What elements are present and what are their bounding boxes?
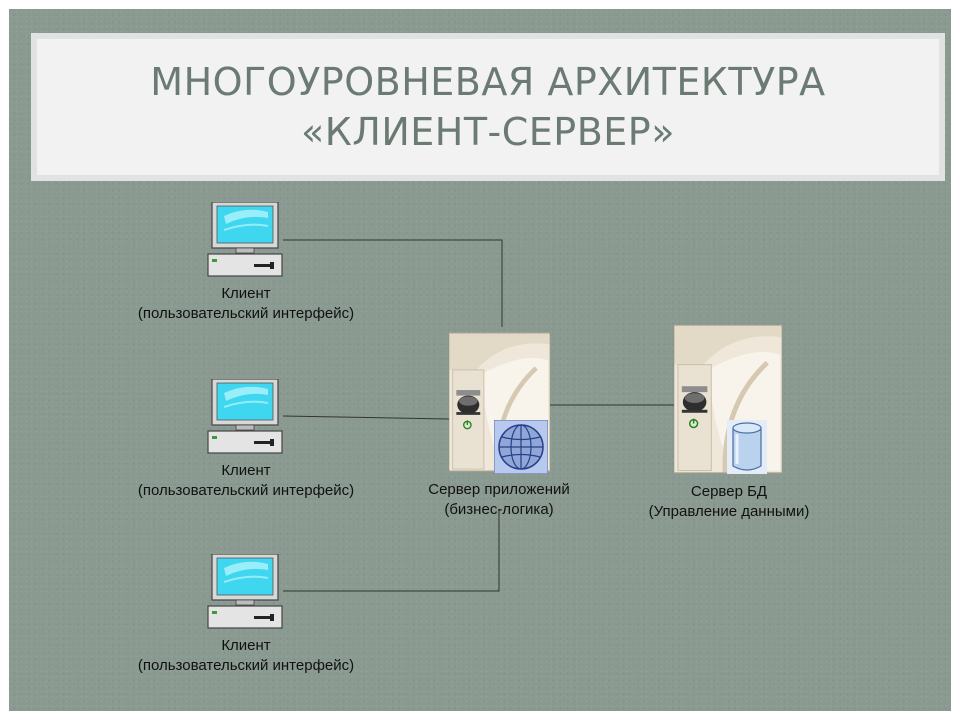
client-description: (пользовательский интерфейс) [137, 305, 355, 322]
client-name: Клиент [221, 637, 271, 654]
app-server-label: Сервер приложений (бизнес-логика) [399, 480, 599, 520]
title-line-1: МНОГОУРОВНЕВАЯ АРХИТЕКТУРА [150, 60, 826, 104]
globe-icon [494, 420, 548, 474]
architecture-diagram [207, 202, 951, 629]
client-description: (пользовательский интерфейс) [137, 657, 355, 674]
client-label: Клиент (пользовательский интерфейс) [113, 284, 379, 324]
client-label: Клиент (пользовательский интерфейс) [113, 461, 379, 501]
app-server-name: Сервер приложений [428, 481, 570, 498]
db-server-icon [674, 325, 782, 474]
link-client3-to-app-server [283, 509, 500, 592]
database-icon [727, 420, 767, 474]
client-label: Клиент (пользовательский интерфейс) [113, 636, 379, 676]
app-server-description: (бизнес-логика) [444, 501, 554, 518]
client-description: (пользовательский интерфейс) [137, 482, 355, 499]
slide: МНОГОУРОВНЕВАЯ АРХИТЕКТУРА «КЛИЕНТ-СЕРВЕ… [9, 9, 951, 711]
title-line-2: «КЛИЕНТ-СЕРВЕР» [301, 110, 675, 154]
client-name: Клиент [221, 285, 271, 302]
link-client2-to-app-server [282, 415, 450, 420]
client-computer-icon [207, 554, 283, 629]
db-server-name: Сервер БД [690, 483, 768, 500]
connection-lines [282, 239, 675, 592]
title-box: МНОГОУРОВНЕВАЯ АРХИТЕКТУРА «КЛИЕНТ-СЕРВЕ… [37, 39, 939, 175]
client-name: Клиент [221, 462, 271, 479]
client-computer-icon [207, 202, 283, 277]
db-server-description: (Управление данными) [648, 503, 810, 520]
db-server-label: Сервер БД (Управление данными) [621, 482, 837, 522]
link-client1-to-app-server [283, 239, 503, 327]
app-server-icon [449, 333, 550, 474]
client-computer-icon [207, 379, 283, 454]
